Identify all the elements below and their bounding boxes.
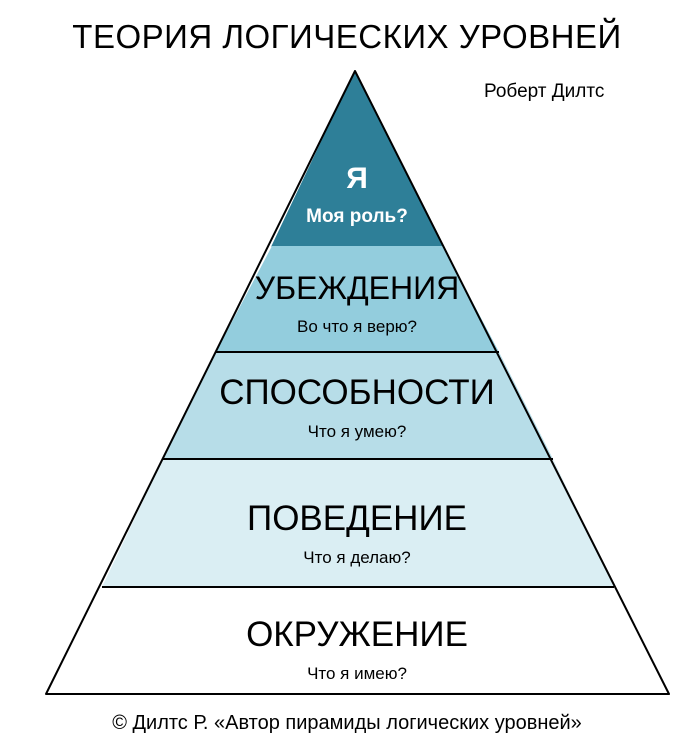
level-environment-subtitle: Что я имею? (307, 664, 407, 683)
level-environment-title: ОКРУЖЕНИЕ (246, 615, 468, 654)
level-beliefs-band (216, 246, 499, 352)
level-ya-subtitle: Моя роль? (306, 206, 408, 227)
level-behavior-subtitle: Что я делаю? (303, 548, 410, 567)
level-ya-title: Я (346, 162, 368, 195)
author-name: Роберт Дилтс (484, 81, 605, 102)
level-beliefs-subtitle: Во что я верю? (297, 317, 417, 336)
level-beliefs-title: УБЕЖДЕНИЯ (255, 270, 459, 306)
copyright-footer: © Дилтс Р. «Автор пирамиды логических ур… (112, 712, 582, 734)
level-abilities-subtitle: Что я умею? (308, 422, 407, 441)
level-behavior-title: ПОВЕДЕНИЕ (247, 499, 467, 538)
level-abilities-band (163, 352, 553, 459)
level-abilities-title: СПОСОБНОСТИ (219, 373, 495, 412)
diagram-title: ТЕОРИЯ ЛОГИЧЕСКИХ УРОВНЕЙ (72, 18, 622, 55)
level-behavior-band (102, 459, 614, 587)
level-environment-band (46, 587, 669, 694)
pyramid-outline (45, 70, 670, 695)
